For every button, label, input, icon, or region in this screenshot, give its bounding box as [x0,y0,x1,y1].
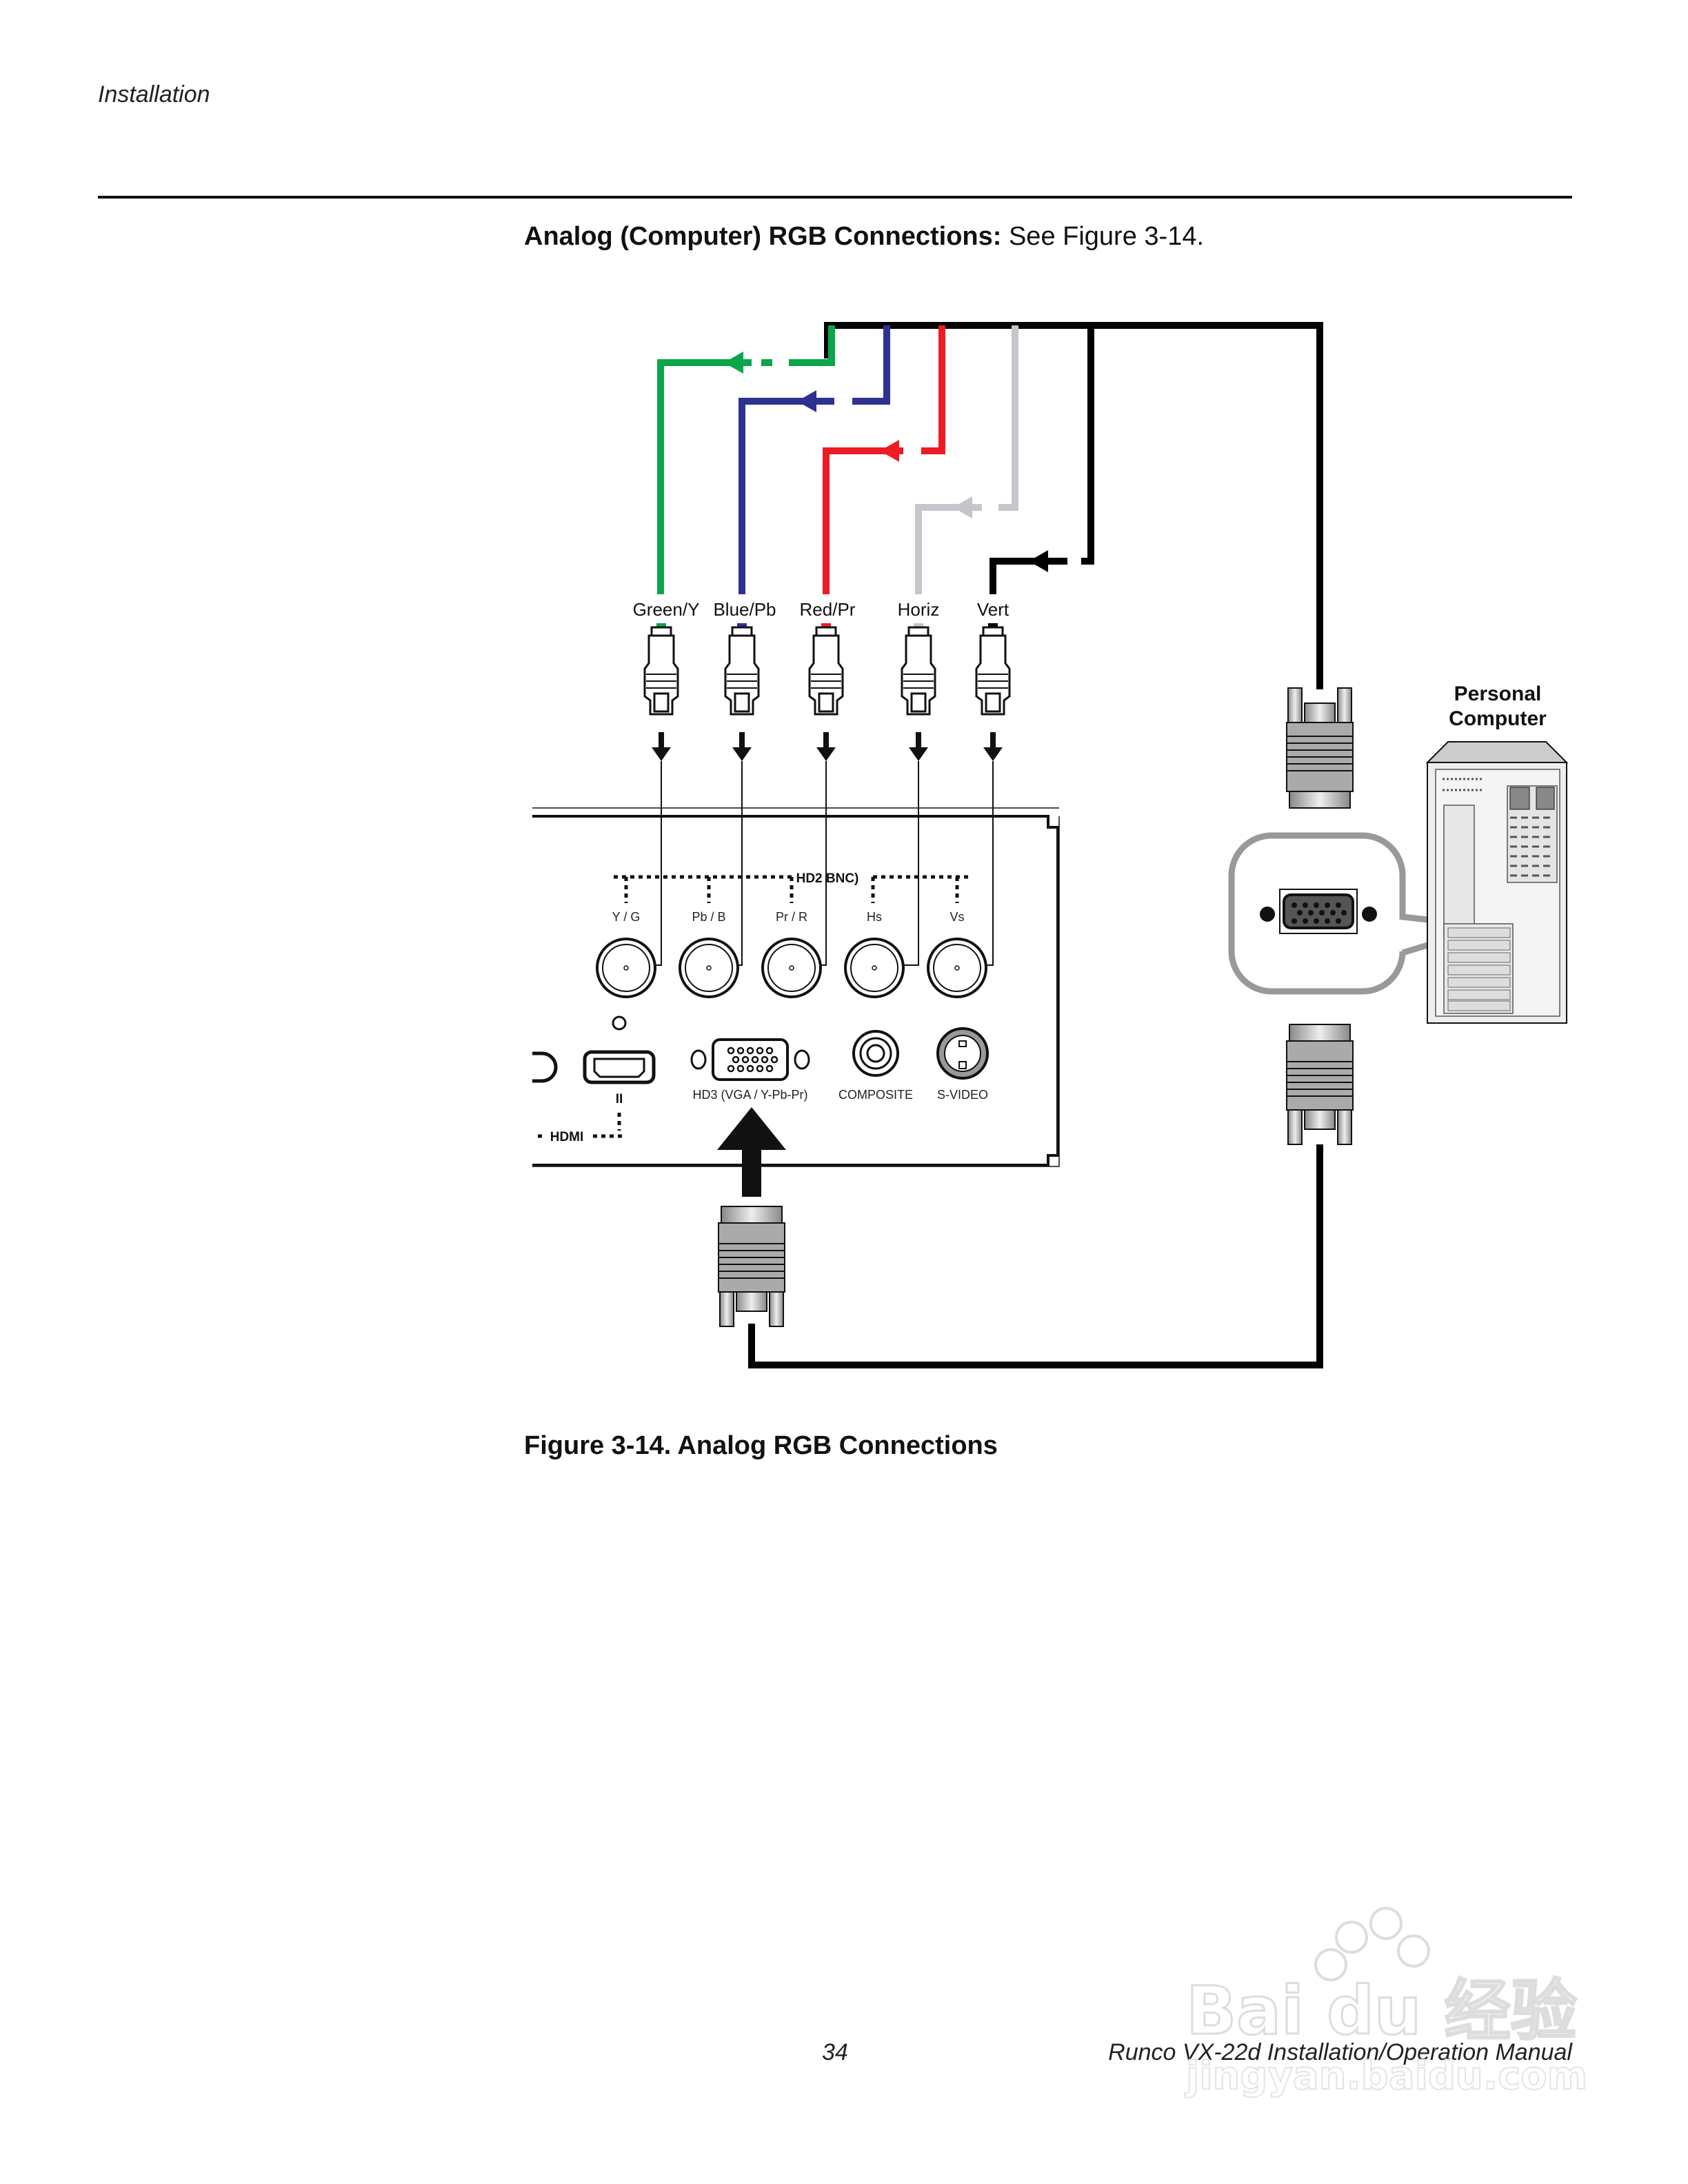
projector-input-panel: HD2 BNC) Y / G Pb / B Pr / R Hs Vs II HD… [532,761,1060,1167]
bnc-jack-hs [844,938,905,998]
vga-plug-bottom [718,1206,785,1327]
hdmi-port [583,1050,656,1084]
jack-label-hs: Hs [867,910,882,924]
section-header: Installation [98,81,210,108]
vga-plug-bottom-right [1286,1024,1354,1145]
svideo-label: S-VIDEO [937,1088,988,1102]
heading-rest: See Figure 3-14. [1001,222,1205,251]
section-heading: Analog (Computer) RGB Connections: See F… [524,222,1204,252]
direction-arrows [724,352,1081,572]
bnc-jack-pbb [679,938,739,998]
heading-bold: Analog (Computer) RGB Connections: [524,222,1002,251]
personal-computer-icon [1425,741,1569,1024]
svideo-port [936,1027,989,1080]
pc-label-line1: Personal [1454,682,1542,705]
cable-horiz [915,325,1018,594]
vga-label: HD3 (VGA / Y-Pb-Pr) [692,1088,807,1102]
bnc-jack-vs [927,938,987,998]
hd2-bnc-label: HD2 BNC) [796,871,859,886]
cable-vga [748,1144,1323,1368]
vga-callout [1228,832,1491,995]
header-rule [98,196,1572,199]
cable-label-vert: Vert [977,599,1009,620]
vga-port [712,1038,789,1081]
bnc-plugs [643,623,1011,761]
jack-label-prr: Pr / R [776,910,807,924]
insert-arrow [717,1107,786,1197]
cable-label-blue: Blue/Pb [713,599,776,620]
cable-label-green: Green/Y [633,599,700,620]
vga-plug-top-right [1286,687,1354,809]
cable-green [657,325,835,594]
cable-label-red: Red/Pr [800,599,856,620]
manual-title: Runco VX-22d Installation/Operation Manu… [1108,2039,1572,2065]
bnc-jack-prr [761,938,822,998]
jack-label-yg: Y / G [612,910,641,924]
jack-label-vs: Vs [950,910,964,924]
pc-label-line2: Computer [1449,707,1547,730]
hdmi-label: HDMI [550,1130,584,1144]
bnc-jack-yg [596,938,656,998]
hdmi-number: II [616,1092,623,1106]
jack-label-pbb: Pb / B [692,910,725,924]
cable-label-horiz: Horiz [898,599,940,620]
composite-port [852,1030,899,1077]
figure-caption: Figure 3-14. Analog RGB Connections [524,1431,998,1460]
composite-label: COMPOSITE [838,1088,913,1102]
page-number: 34 [822,2039,848,2065]
